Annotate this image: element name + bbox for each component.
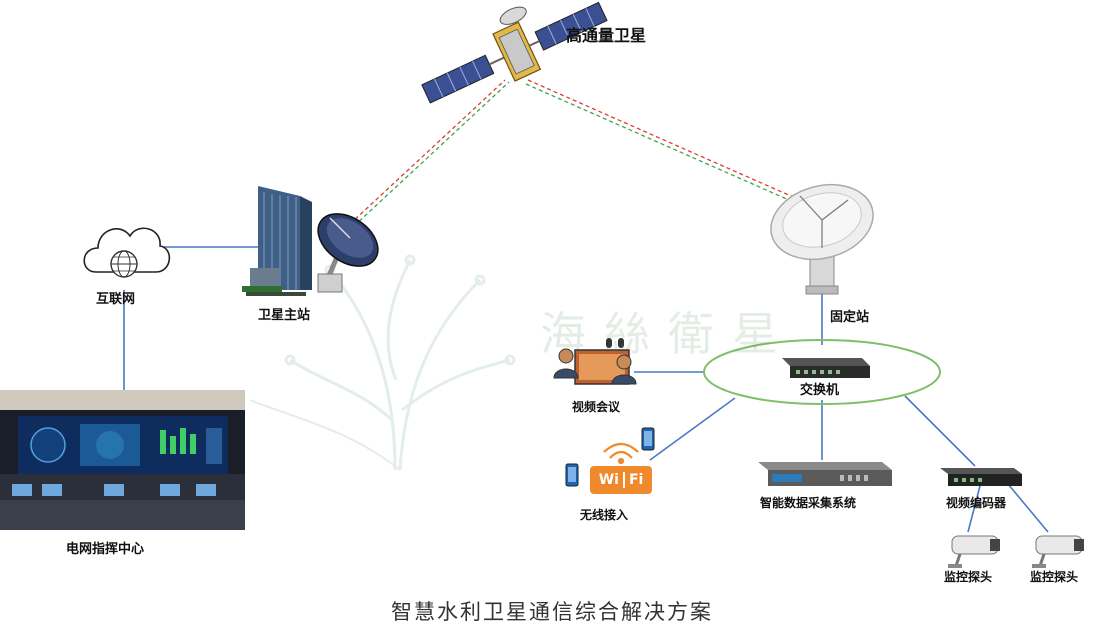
building-icon bbox=[242, 186, 312, 296]
switch-ellipse bbox=[703, 339, 941, 405]
label-switch: 交换机 bbox=[800, 383, 840, 398]
camera-icon-1 bbox=[948, 535, 1000, 568]
label-wireless-access: 无线接入 bbox=[580, 508, 629, 522]
watermark-tree bbox=[249, 254, 516, 471]
screen-wall-icon bbox=[0, 390, 245, 530]
dish-icon bbox=[317, 213, 379, 293]
phone-icon-right bbox=[641, 427, 655, 451]
link-wifi-switch bbox=[649, 397, 736, 461]
wifi-icon bbox=[603, 442, 639, 465]
diagram-caption: 智慧水利卫星通信综合解决方案 bbox=[391, 600, 713, 624]
link-switch-encoder bbox=[904, 395, 976, 467]
link-encoder-cam1 bbox=[967, 485, 981, 533]
link-lines bbox=[123, 246, 1049, 533]
label-video-encoder: 视频编码器 bbox=[946, 496, 1007, 510]
wifi-badge-left: Wi bbox=[598, 472, 619, 488]
watermark-text: 海絲衛星 bbox=[540, 307, 796, 361]
wifi-badge: Wi Fi bbox=[590, 466, 652, 494]
camera-icon-2 bbox=[1032, 535, 1084, 568]
satellite-uplink-main bbox=[349, 79, 510, 227]
fixed-station-dish-icon bbox=[770, 183, 874, 295]
label-data-collection: 智能数据采集系统 bbox=[760, 496, 857, 510]
switch-icon bbox=[782, 358, 870, 378]
rack-device-icon bbox=[758, 462, 892, 486]
label-video-conference: 视频会议 bbox=[572, 400, 621, 414]
label-camera-2: 监控探头 bbox=[1030, 570, 1079, 584]
label-fixed-station: 固定站 bbox=[830, 310, 870, 325]
video-conference-icon bbox=[553, 338, 637, 385]
satellite-uplink-fixed bbox=[525, 79, 801, 205]
satellite-icon bbox=[421, 1, 608, 104]
label-internet: 互联网 bbox=[96, 292, 136, 307]
label-satellite: 高通量卫星 bbox=[566, 26, 647, 45]
cloud-globe-icon bbox=[83, 227, 171, 278]
video-encoder-icon bbox=[940, 468, 1022, 486]
label-command-center: 电网指挥中心 bbox=[66, 542, 145, 557]
phone-icon-left bbox=[565, 463, 579, 487]
label-camera-1: 监控探头 bbox=[944, 570, 993, 584]
wifi-badge-right: Fi bbox=[628, 472, 644, 488]
link-encoder-cam2 bbox=[1007, 483, 1049, 533]
label-main-station: 卫星主站 bbox=[258, 308, 311, 323]
